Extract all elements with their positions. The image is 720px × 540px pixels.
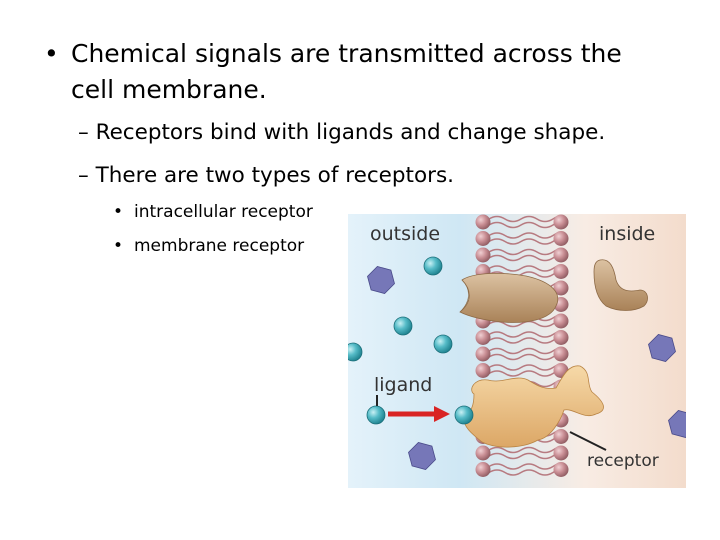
phospholipid-head: [553, 264, 569, 279]
bullet-level3-membrane: • membrane receptor: [113, 234, 304, 258]
label-inside: inside: [599, 223, 655, 245]
lipid-tail: [488, 265, 560, 272]
receptor-protein-bound: [463, 365, 604, 448]
phospholipid-head: [553, 429, 569, 444]
phospholipid-head: [553, 313, 569, 329]
ligand-hexagon: [408, 442, 436, 470]
phospholipid-head: [475, 330, 491, 345]
phospholipid-head: [475, 346, 491, 362]
phospholipid-head: [553, 231, 569, 246]
phospholipid-head: [553, 247, 569, 263]
lipid-tail: [488, 347, 560, 355]
ligand-binding-arrow: [388, 406, 450, 422]
phospholipid-head: [553, 280, 569, 296]
bullet-marker: •: [44, 39, 59, 68]
lipid-tail: [488, 463, 560, 470]
receptor-binding-pocket: [459, 279, 469, 313]
ligand-circle: [348, 342, 363, 362]
phospholipid-head: [475, 247, 491, 263]
ligand-hexagon: [668, 410, 686, 438]
phospholipid-head: [553, 330, 569, 345]
label-ligand: ligand: [374, 374, 432, 396]
receptor-pointer-line: [569, 431, 607, 451]
phospholipid-head: [553, 214, 569, 230]
bullet-text: Receptors bind with ligands and change s…: [95, 120, 606, 145]
bullet-level2-receptors-bind: – Receptors bind with ligands and change…: [78, 118, 605, 148]
label-receptor: receptor: [587, 451, 659, 471]
bullet-marker: •: [113, 202, 124, 222]
ligand-circle: [433, 334, 453, 354]
ligand-circle: [366, 405, 386, 425]
dash-marker: –: [78, 163, 89, 188]
lipid-tail: [488, 248, 560, 256]
ligand-hexagon: [648, 334, 676, 362]
phospholipid-head: [475, 363, 491, 378]
bullet-text: intracellular receptor: [134, 202, 313, 222]
bullet-marker: •: [113, 236, 124, 256]
membrane-receptor-diagram: outside inside ligand receptor: [348, 214, 686, 488]
phospholipid-head: [475, 445, 491, 461]
phospholipid-head: [475, 214, 491, 230]
phospholipid-head: [475, 231, 491, 246]
phospholipid-head: [553, 445, 569, 461]
lipid-tail: [488, 331, 560, 338]
dash-marker: –: [78, 120, 89, 145]
lipid-tail: [488, 215, 560, 223]
bullet-text-chemical-signals: Chemical signals are transmitted across …: [71, 39, 622, 104]
diagram-background: [348, 214, 686, 488]
ligand-circle: [393, 316, 413, 336]
lipid-tail: [488, 364, 560, 371]
phospholipid-head: [475, 462, 491, 477]
bullet-text: There are two types of receptors.: [95, 163, 454, 188]
intracellular-receptor-shape: [593, 259, 648, 311]
lipid-tail: [488, 232, 560, 239]
lipid-tail: [488, 446, 560, 454]
ligand-molecules: [348, 256, 686, 470]
phospholipid-head: [553, 346, 569, 362]
ligand-circle: [454, 405, 474, 425]
label-outside: outside: [370, 223, 440, 245]
bullet-level2-two-types: – There are two types of receptors.: [78, 161, 454, 191]
phospholipid-head: [553, 462, 569, 477]
ligand-hexagon: [367, 266, 395, 294]
ligand-circle: [423, 256, 443, 276]
bullet-text: membrane receptor: [134, 236, 305, 256]
bullet-level3-intracellular: • intracellular receptor: [113, 200, 313, 224]
